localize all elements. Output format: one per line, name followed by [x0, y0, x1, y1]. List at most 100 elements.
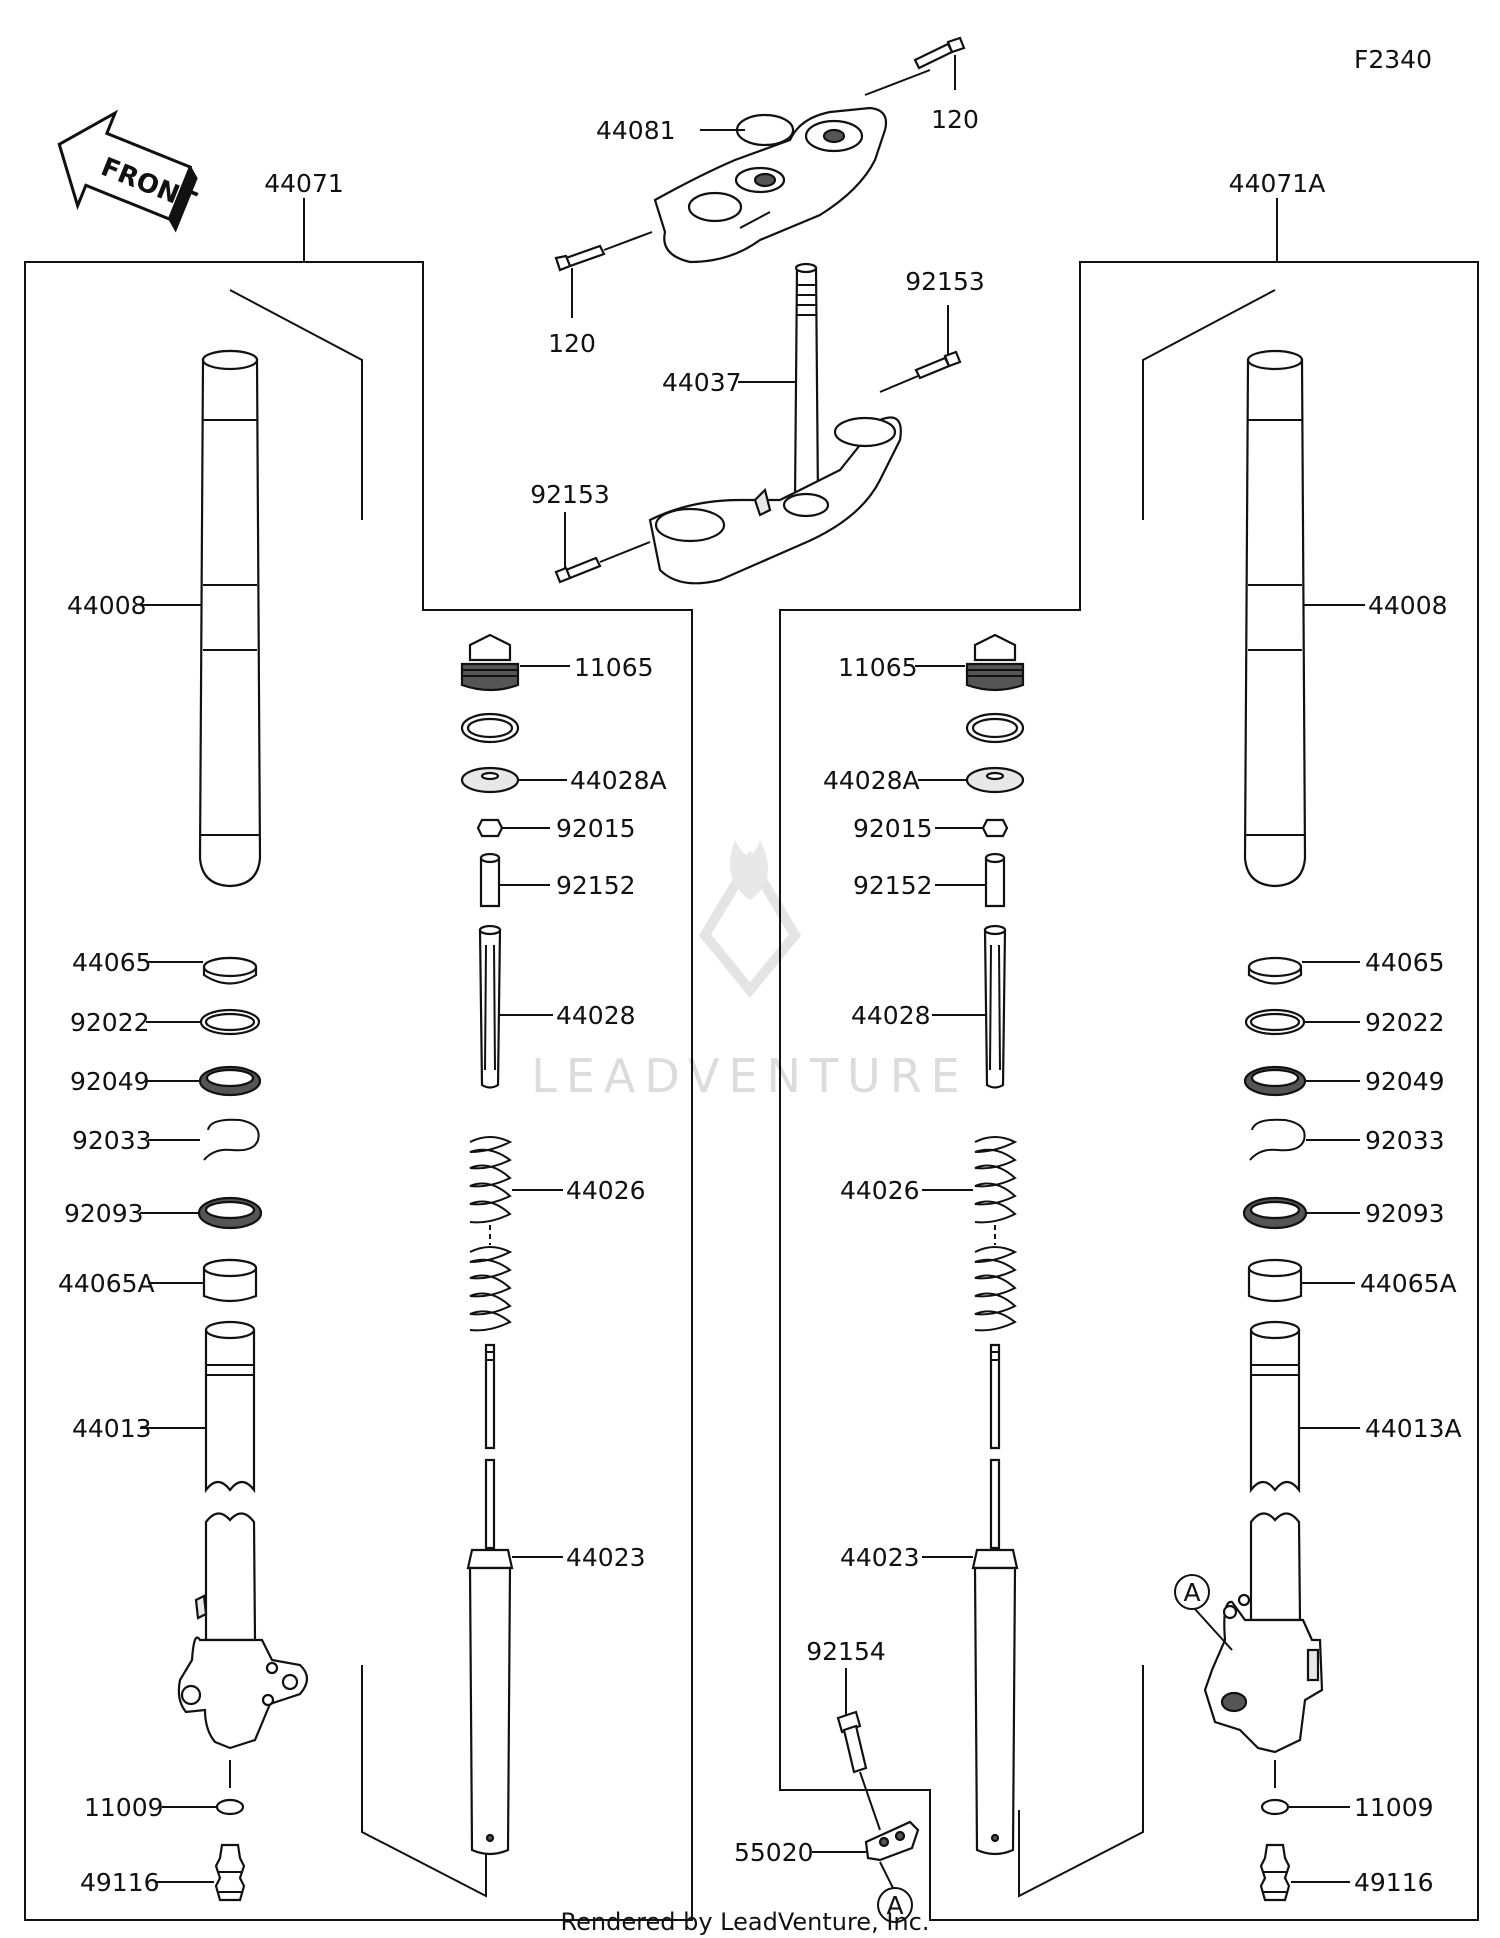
- steering-stem-44037: [648, 262, 902, 585]
- part-label-L11009: 11009: [84, 1793, 164, 1822]
- front-direction-arrow: FRONT: [57, 109, 200, 233]
- right-spacer-44028A: [965, 766, 1025, 794]
- left-dust-seal-92093: [197, 1196, 263, 1230]
- part-label-L44028A: 44028A: [570, 766, 667, 795]
- watermark: LEADVENTURE: [531, 840, 969, 1103]
- right-inner-tube-44013A: [1203, 1320, 1324, 1754]
- part-label-44037: 44037: [662, 368, 742, 397]
- part-label-R92152: 92152: [853, 871, 933, 900]
- leader-ref-A-right: [1193, 1607, 1233, 1651]
- left-bushing-44065A: [202, 1258, 258, 1303]
- left-inner-tube-44013: [177, 1320, 309, 1750]
- part-label-L92049: 92049: [70, 1067, 150, 1096]
- part-label-R92033: 92033: [1365, 1126, 1445, 1155]
- upper-bracket-44081: [653, 106, 888, 264]
- axis-92153-upper: [879, 375, 919, 393]
- axis-left-upper: [229, 289, 363, 520]
- part-label-L92022: 92022: [70, 1008, 150, 1037]
- part-label-L92015: 92015: [556, 814, 636, 843]
- right-damper-44023: [971, 1343, 1019, 1856]
- axis-right-upper: [1142, 289, 1276, 520]
- right-spring-44026: [974, 1136, 1018, 1332]
- bolt-120-lower: [554, 244, 606, 272]
- assembly-label-44071: 44071: [264, 169, 344, 198]
- right-o-ring-upper-inner: [971, 717, 1019, 739]
- part-label-L44013: 44013: [72, 1414, 152, 1443]
- leader-ref-A-bottom: [879, 1861, 894, 1889]
- watermark-text: LEADVENTURE: [531, 1049, 969, 1103]
- axis-120-upper: [864, 69, 931, 96]
- left-spring-44026: [469, 1136, 513, 1332]
- part-label-L44008: 44008: [67, 591, 147, 620]
- diagram-code: F2340: [1354, 45, 1432, 74]
- bracket-55020: [864, 1820, 920, 1862]
- left-oil-seal-92049: [198, 1065, 262, 1097]
- right-collar-92152: [984, 852, 1006, 908]
- right-bleeder-49116: [1259, 1843, 1291, 1902]
- left-cap-bolt-11065: [460, 633, 520, 692]
- right-bushing-44065: [1247, 956, 1303, 985]
- part-label-R11009: 11009: [1354, 1793, 1434, 1822]
- part-label-L44026: 44026: [566, 1176, 646, 1205]
- left-nut-92015: [476, 818, 504, 838]
- ref-marker-A-right: A: [1174, 1574, 1210, 1610]
- left-o-ring-11009: [215, 1798, 245, 1816]
- axis-92153-lower: [599, 541, 651, 563]
- part-label-L92033: 92033: [72, 1126, 152, 1155]
- right-bushing-44065A: [1247, 1258, 1303, 1303]
- right-washer-92022: [1244, 1008, 1306, 1036]
- part-label-R44028A: 44028A: [823, 766, 920, 795]
- part-label-R44028: 44028: [851, 1001, 931, 1030]
- part-label-R44023: 44023: [840, 1543, 920, 1572]
- part-label-L92152: 92152: [556, 871, 636, 900]
- bolt-92153-upper: [914, 350, 962, 380]
- axis-120-lower: [603, 231, 653, 251]
- assembly-frames: [24, 198, 1479, 1921]
- part-label-L44023: 44023: [566, 1543, 646, 1572]
- bolt-120-upper: [913, 36, 966, 70]
- left-washer-92022: [199, 1008, 261, 1036]
- right-spacer-tube-44028: [983, 924, 1007, 1089]
- right-nut-92015: [981, 818, 1009, 838]
- left-spacer-44028A: [460, 766, 520, 794]
- part-label-120-lower: 120: [548, 329, 596, 358]
- part-label-92153-lower: 92153: [530, 480, 610, 509]
- part-label-R49116: 49116: [1354, 1868, 1434, 1897]
- bolt-92153-lower: [554, 556, 602, 584]
- part-label-R92015: 92015: [853, 814, 933, 843]
- part-label-R44026: 44026: [840, 1176, 920, 1205]
- ref-marker-A-bottom: A: [877, 1887, 913, 1923]
- part-label-R44008: 44008: [1368, 591, 1448, 620]
- right-cap-bolt-11065: [965, 633, 1025, 692]
- right-o-ring-11009: [1260, 1798, 1290, 1816]
- part-label-L49116: 49116: [80, 1868, 160, 1897]
- right-oil-seal-92049: [1243, 1065, 1307, 1097]
- footer-credit: Rendered by LeadVenture, Inc.: [561, 1908, 930, 1936]
- part-label-L44065: 44065: [72, 948, 152, 977]
- part-label-R92049: 92049: [1365, 1067, 1445, 1096]
- svg-text:A: A: [886, 1891, 903, 1920]
- part-label-R44065: 44065: [1365, 948, 1445, 977]
- part-label-L44028: 44028: [556, 1001, 636, 1030]
- part-label-120-upper: 120: [931, 105, 979, 134]
- part-label-R92154: 92154: [806, 1637, 886, 1666]
- right-outer-tube-44008: [1243, 349, 1307, 888]
- right-clip-92033: [1249, 1118, 1306, 1161]
- left-damper-44023: [466, 1343, 514, 1856]
- part-label-R44013A: 44013A: [1365, 1414, 1462, 1443]
- part-label-L44065A: 44065A: [58, 1269, 155, 1298]
- axis-left-bottom: [361, 1665, 487, 1898]
- assembly-label-44071A: 44071A: [1229, 169, 1326, 198]
- left-spacer-tube-44028: [478, 924, 502, 1089]
- part-label-R11065: 11065: [838, 653, 918, 682]
- part-label-L92093: 92093: [64, 1199, 144, 1228]
- left-bushing-44065: [202, 956, 258, 985]
- part-label-L11065: 11065: [574, 653, 654, 682]
- part-label-R44065A: 44065A: [1360, 1269, 1457, 1298]
- part-label-R92022: 92022: [1365, 1008, 1445, 1037]
- right-dust-seal-92093: [1242, 1196, 1308, 1230]
- left-o-ring-upper-inner: [466, 717, 514, 739]
- left-outer-tube-44008: [198, 349, 262, 888]
- bolt-92154: [836, 1710, 868, 1774]
